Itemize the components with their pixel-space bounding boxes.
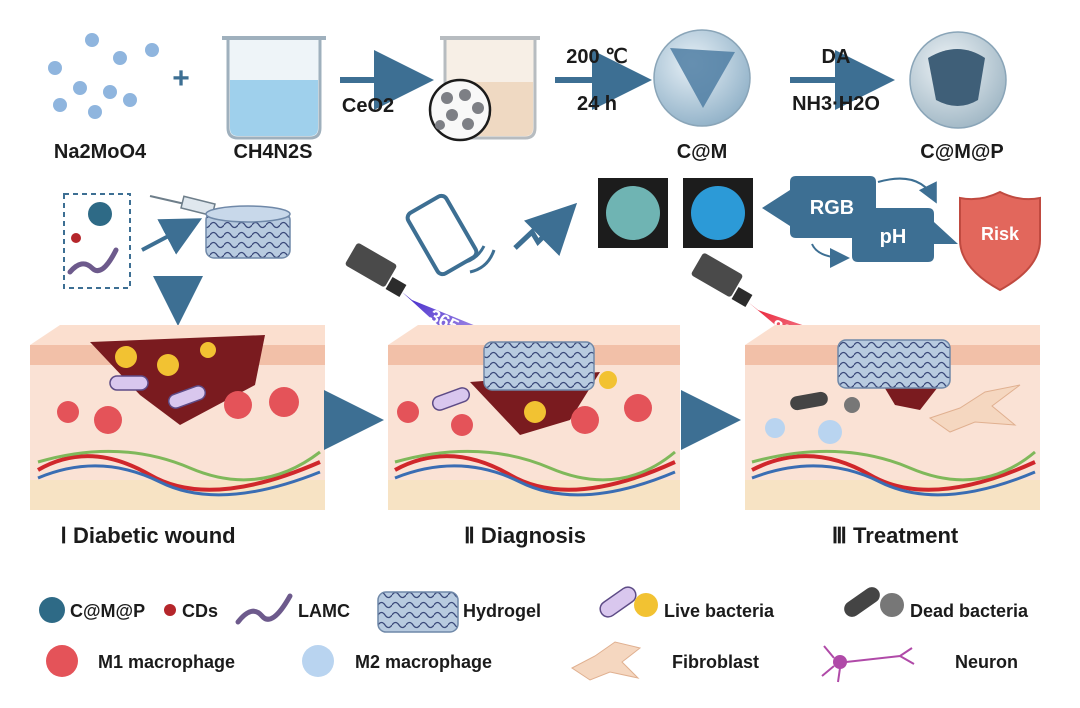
product-cmp-label: C@M@P: [920, 141, 1003, 163]
legend-lamc-label: LAMC: [298, 601, 350, 621]
legend-m1-icon: [46, 645, 78, 677]
risk-shield-icon: [959, 190, 1041, 292]
cycle-arrow-top: [877, 177, 937, 204]
ph-label: pH: [880, 226, 907, 248]
panel-treatment: [745, 325, 1040, 510]
legend-cds-label: CDs: [182, 601, 218, 621]
step-temperature-label: 200 ℃: [566, 46, 627, 68]
legend-neuron-icon: [821, 645, 915, 683]
step-ceo2-label: CeO2: [342, 95, 394, 117]
legend-dead-label: Dead bacteria: [910, 601, 1029, 621]
legend-live-coccus-icon: [634, 593, 658, 617]
rgb-label: RGB: [810, 197, 854, 219]
cds-particle-icon: [71, 233, 81, 243]
legend-m2-label: M2 macrophage: [355, 652, 492, 672]
panel-diagnosis: [388, 325, 680, 510]
reagent-na2moo4-label: Na2MoO4: [54, 141, 147, 163]
legend-cmp-label: C@M@P: [70, 601, 145, 621]
legend-lamc-icon: [235, 593, 293, 625]
lamc-icon: [67, 247, 119, 275]
nir-camera-icon: [691, 253, 753, 308]
cm-nanosphere: [653, 29, 751, 127]
cmp-nanosphere: [909, 31, 1007, 129]
wireless-signal-icon: [513, 202, 578, 256]
cmp-particle-icon: [88, 202, 112, 226]
legend-dead-rod-icon: [844, 587, 880, 617]
rgb-callout: [762, 176, 876, 238]
legend: C@M@P CDs LAMC Hydrogel Live bacteria De…: [39, 586, 1029, 683]
reagent-ch4n2s-label: CH4N2S: [234, 141, 313, 163]
legend-hydrogel-icon: [377, 591, 459, 633]
syringe-icon: [149, 195, 216, 217]
components-box: [63, 193, 131, 289]
legend-cds-icon: [164, 604, 176, 616]
fluorescence-spot-low: [606, 186, 660, 240]
stage3-label: Ⅲ Treatment: [832, 523, 959, 548]
legend-hydrogel-label: Hydrogel: [463, 601, 541, 621]
hydrogel-disc-icon: [205, 205, 291, 259]
step-ammonia-label: NH3·H2O: [792, 93, 880, 115]
legend-live-label: Live bacteria: [664, 601, 775, 621]
legend-cmp-icon: [39, 597, 65, 623]
panel-diabetic-wound: [30, 325, 325, 510]
arrow-to-hydrogel: [141, 218, 203, 255]
na2moo4-particles: [48, 33, 159, 119]
beaker-ceo2-mix: [428, 36, 540, 142]
beaker-ch4n2s: [222, 36, 326, 140]
stage1-label: Ⅰ Diabetic wound: [60, 523, 235, 548]
fluorescence-spot-high: [691, 186, 745, 240]
legend-neuron-label: Neuron: [955, 652, 1018, 672]
risk-label: Risk: [981, 224, 1020, 244]
plus-sign: +: [172, 62, 190, 95]
cycle-arrow-bottom: [811, 243, 850, 268]
legend-live-rod-icon: [599, 586, 637, 618]
legend-fibroblast-icon: [571, 641, 642, 681]
uv-camera-icon: [345, 243, 407, 298]
stage2-label: Ⅱ Diagnosis: [464, 523, 586, 548]
product-cm-label: C@M: [677, 141, 728, 163]
ph-callout: [852, 208, 958, 262]
legend-dead-coccus-icon: [880, 593, 904, 617]
smartphone-icon: [405, 193, 496, 277]
legend-m1-label: M1 macrophage: [98, 652, 235, 672]
legend-m2-icon: [302, 645, 334, 677]
step-time-label: 24 h: [577, 93, 617, 115]
legend-fibroblast-label: Fibroblast: [672, 652, 759, 672]
step-da-label: DA: [822, 46, 851, 68]
